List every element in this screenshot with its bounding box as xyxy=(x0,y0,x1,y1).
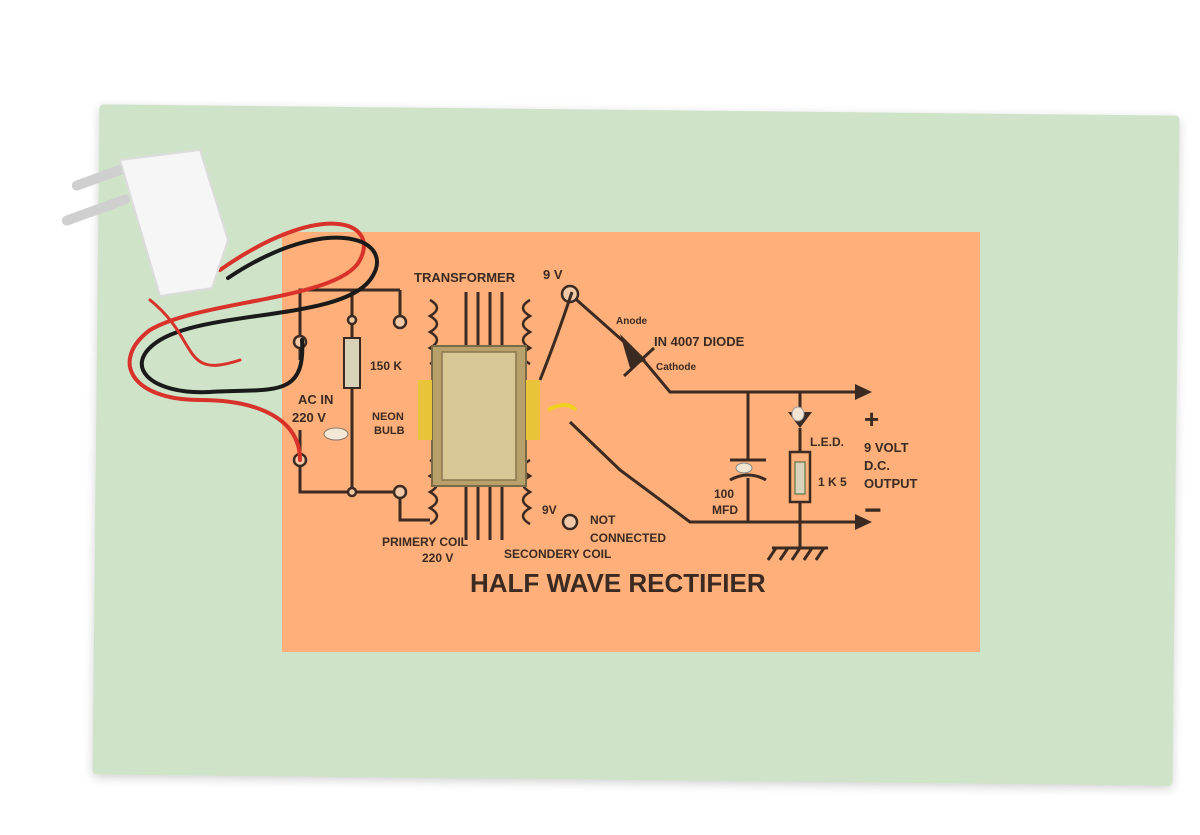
ac-voltage-label: 220 V xyxy=(292,410,326,425)
plus-sign: + xyxy=(864,404,879,434)
load-resistor-label: 1 K 5 xyxy=(818,475,847,489)
transformer-label: TRANSFORMER xyxy=(414,270,516,285)
neon-bulb xyxy=(323,427,349,441)
resistor-150k xyxy=(343,337,361,389)
primary-voltage-label: 220 V xyxy=(422,551,453,565)
diode-symbol xyxy=(620,334,646,368)
power-cord xyxy=(127,221,379,462)
coil-tape-left xyxy=(418,380,432,440)
output-line-3: OUTPUT xyxy=(864,476,918,491)
capacitor-component xyxy=(735,462,753,474)
resistor-1k5-component xyxy=(794,461,806,495)
neon-label: NEON xyxy=(372,411,404,423)
primary-coil-label: PRIMERY COIL xyxy=(382,535,468,549)
minus-sign: − xyxy=(864,494,882,527)
output-line-1: 9 VOLT xyxy=(864,440,909,455)
center-tap-wire xyxy=(547,403,578,412)
coil-tape-right xyxy=(526,380,540,440)
cathode-label: Cathode xyxy=(656,362,696,373)
top-tap-label: 9 V xyxy=(543,267,563,282)
resistor-label: 150 K xyxy=(370,359,402,373)
resistor-1k5 xyxy=(788,450,812,504)
capacitor-value-label: 100 xyxy=(714,487,734,501)
capacitor-unit-label: MFD xyxy=(712,503,738,517)
negative-output-arrow xyxy=(855,514,872,530)
secondary-coil-label: SECONDERY COIL xyxy=(504,547,611,561)
output-line-2: D.C. xyxy=(864,458,890,473)
diode-label: IN 4007 DIODE xyxy=(654,334,745,349)
not-label: NOT xyxy=(590,513,616,527)
led-component xyxy=(791,406,805,422)
circuit-sheet xyxy=(282,232,980,652)
positive-output-arrow xyxy=(855,384,872,400)
connected-label: CONNECTED xyxy=(590,531,666,545)
transformer-shield xyxy=(441,351,517,481)
capacitor-plate-bottom xyxy=(729,473,767,482)
bulb-label: BULB xyxy=(374,425,405,437)
led-label: L.E.D. xyxy=(810,435,844,449)
power-plug xyxy=(61,148,230,298)
anode-label: Anode xyxy=(616,316,648,327)
ac-in-label: AC IN xyxy=(298,392,333,407)
diode-cathode-bar xyxy=(622,346,656,378)
board-title: HALF WAVE RECTIFIER xyxy=(470,568,766,598)
bottom-tap-label: 9V xyxy=(542,503,557,517)
secondary-lead xyxy=(538,291,574,381)
circuit-wires xyxy=(298,288,855,561)
